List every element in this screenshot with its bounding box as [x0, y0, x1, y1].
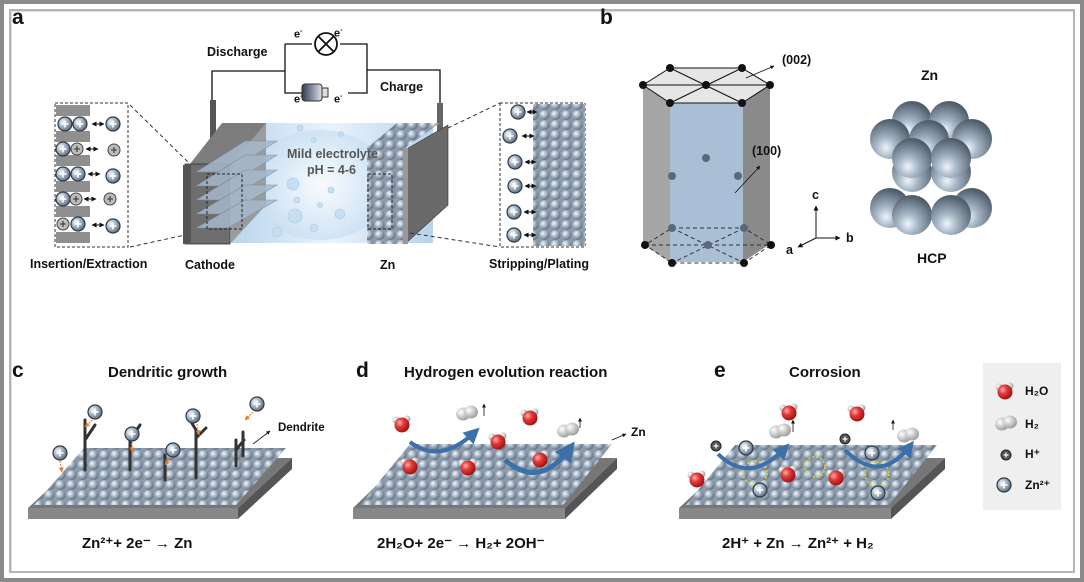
panel-e-diagram: [679, 403, 945, 519]
panel-letter-a: a: [12, 6, 24, 29]
panel-d-title: Hydrogen evolution reaction: [404, 364, 608, 381]
charge-label: Charge: [380, 80, 424, 94]
plane-100-label: (100): [752, 144, 782, 158]
zn-anode-label: Zn: [380, 258, 396, 272]
panel-d-diagram: [353, 403, 627, 519]
panel-letter-b: b: [600, 6, 613, 29]
electron-label: e-: [334, 27, 343, 40]
crystal-axes: [797, 205, 841, 248]
axis-b-label: b: [846, 231, 854, 245]
axis-c-label: c: [812, 188, 819, 202]
electron-label: e-: [294, 93, 303, 106]
panel-d-zn-label: Zn: [631, 425, 646, 439]
power-source-icon: [301, 83, 329, 102]
legend-label-h2o: H₂O: [1025, 384, 1049, 398]
electrolyte-label: Mild electrolyte: [287, 147, 378, 161]
zinc-anode-block: [367, 123, 449, 245]
legend-label-hplus: H⁺: [1025, 447, 1040, 461]
stripping-plating-label: Stripping/Plating: [489, 257, 589, 271]
panel-letter-c: c: [12, 359, 24, 382]
insertion-extraction-inset: [54, 102, 129, 248]
panel-c-title: Dendritic growth: [108, 364, 228, 381]
dendrite-label: Dendrite: [278, 422, 325, 434]
stripping-plating-inset: [499, 102, 586, 248]
axis-a-label: a: [786, 243, 793, 257]
insertion-extraction-label: Insertion/Extraction: [30, 257, 148, 271]
zn-structure-title: Zn: [921, 67, 939, 83]
hcp-sphere-model: [870, 101, 992, 235]
cathode-label: Cathode: [185, 258, 235, 272]
panel-e-title: Corrosion: [789, 364, 861, 381]
panel-e-equation: 2H⁺ + Zn → Zn²⁺ + H₂: [722, 535, 874, 552]
discharge-label: Discharge: [207, 45, 268, 59]
panel-b-diagram: [639, 64, 992, 267]
panel-letter-e: e: [714, 359, 726, 382]
panel-letter-d: d: [356, 359, 369, 382]
electron-label: e-: [334, 93, 343, 106]
figure-frame-inner: [9, 9, 1075, 573]
ph-label: pH = 4-6: [307, 163, 356, 177]
legend-label-zn2plus: Zn²⁺: [1025, 478, 1050, 492]
hcp-unit-cell: [639, 64, 775, 267]
external-circuit: [211, 43, 441, 128]
anode-terminal: [437, 103, 443, 155]
cathode-block: [183, 123, 279, 245]
plane-002-label: (002): [782, 53, 812, 67]
hcp-label: HCP: [917, 250, 947, 266]
panel-c-equation: Zn²⁺+ 2e⁻ → Zn: [82, 535, 193, 552]
legend-label-h2: H₂: [1025, 417, 1039, 431]
lamp-icon: [314, 32, 338, 56]
panel-d-equation: 2H₂O+ 2e⁻ → H₂+ 2OH⁻: [377, 535, 545, 552]
panel-c-diagram: [28, 396, 292, 519]
panel-a-diagram: [54, 32, 586, 248]
electrolyte-bubbles: [271, 124, 346, 238]
cathode-terminal: [210, 100, 216, 148]
electron-label: e-: [294, 28, 303, 41]
